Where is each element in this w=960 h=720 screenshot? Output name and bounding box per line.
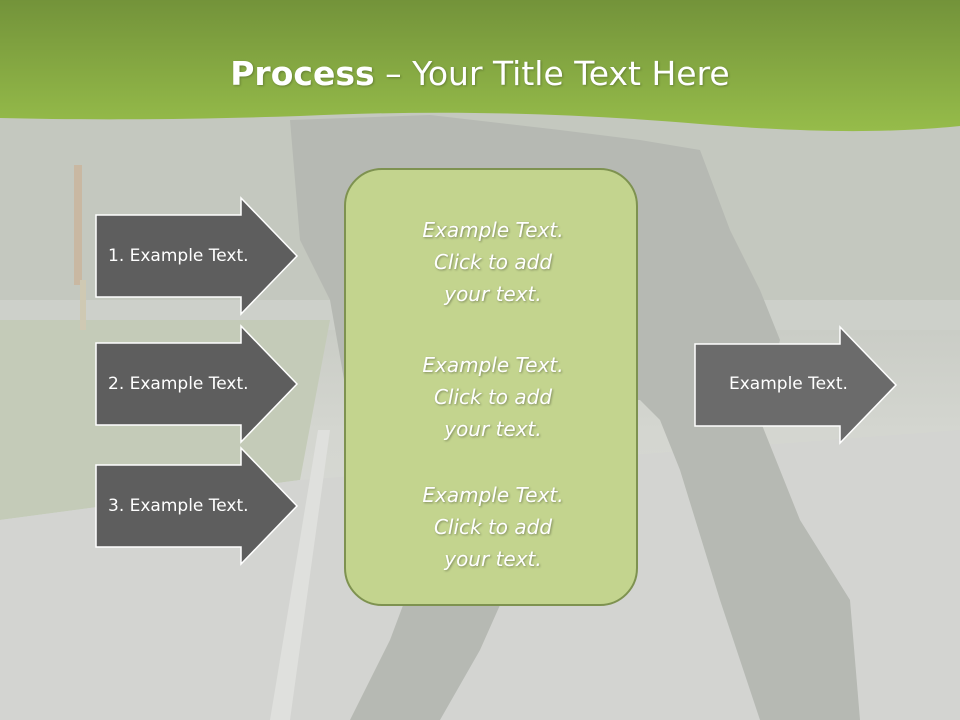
process-step-2-label: 2. Example Text. xyxy=(108,374,249,394)
process-step-1-label: 1. Example Text. xyxy=(108,246,249,266)
slide-title: Process – Your Title Text Here xyxy=(0,52,960,96)
result-arrow[interactable]: Example Text. xyxy=(694,325,899,445)
panel-text-line: your text. xyxy=(444,282,542,306)
panel-text-line: Example Text. xyxy=(422,353,564,377)
panel-text-block-2[interactable]: Example Text. Click to add your text. xyxy=(346,349,640,445)
panel-text-line: Click to add xyxy=(433,385,553,409)
title-rest: – Your Title Text Here xyxy=(374,54,730,93)
panel-text-line: Example Text. xyxy=(422,483,564,507)
title-banner xyxy=(0,0,960,140)
panel-text-line: Click to add xyxy=(433,250,553,274)
process-step-1-arrow[interactable]: 1. Example Text. xyxy=(95,196,300,316)
process-step-3-label: 3. Example Text. xyxy=(108,496,249,516)
panel-text-line: Example Text. xyxy=(422,218,564,242)
result-arrow-label: Example Text. xyxy=(729,374,848,394)
panel-text-line: your text. xyxy=(444,547,542,571)
panel-text-block-1[interactable]: Example Text. Click to add your text. xyxy=(346,214,640,310)
panel-text-line: your text. xyxy=(444,417,542,441)
panel-text-line: Click to add xyxy=(433,515,553,539)
process-step-3-arrow[interactable]: 3. Example Text. xyxy=(95,446,300,566)
panel-text-block-3[interactable]: Example Text. Click to add your text. xyxy=(346,479,640,575)
process-step-2-arrow[interactable]: 2. Example Text. xyxy=(95,324,300,444)
title-bold: Process xyxy=(230,54,375,93)
center-text-panel[interactable]: Example Text. Click to add your text. Ex… xyxy=(344,168,638,606)
